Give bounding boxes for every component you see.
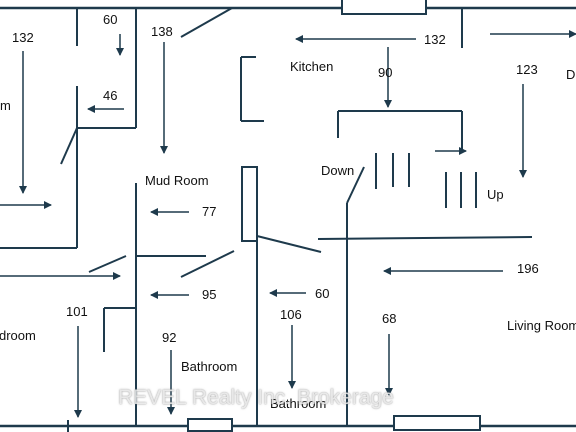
stairs-label-down: Down: [321, 163, 355, 178]
dimension-label: 95: [202, 287, 217, 302]
dimension-label: 92: [162, 330, 177, 345]
dimension-label: 60: [103, 12, 118, 27]
dimension-label: 46: [103, 88, 118, 103]
room-label-bathroom-1: Bathroom: [181, 359, 238, 374]
dimension-label: 123: [516, 62, 538, 77]
dimension-label: 77: [202, 204, 217, 219]
room-label-living-room: Living Room: [507, 318, 576, 333]
dimension-arrows: [0, 30, 576, 418]
dimension-label: 132: [12, 30, 34, 45]
room-label-mud-room: Mud Room: [145, 173, 209, 188]
dimension-label: 132: [424, 32, 446, 47]
stairs-label-up: Up: [487, 187, 504, 202]
dimension-label: 90: [378, 65, 393, 80]
dimension-label: 138: [151, 24, 173, 39]
dimension-label: 196: [517, 261, 539, 276]
room-label-kitchen: Kitchen: [290, 59, 334, 74]
dimension-label: 106: [280, 307, 302, 322]
watermark: REVEL Realty Inc. Brokerage: [118, 386, 394, 409]
room-label-bathroom-2: Bathroom: [270, 396, 327, 411]
dimension-label: 60: [315, 286, 330, 301]
room-label-bedroom-partial: droom: [0, 328, 36, 343]
dimension-label: 68: [382, 311, 397, 326]
room-label-left-partial: m: [0, 98, 11, 113]
dimension-label: 101: [66, 304, 88, 319]
room-label-right-partial: D: [566, 67, 576, 82]
